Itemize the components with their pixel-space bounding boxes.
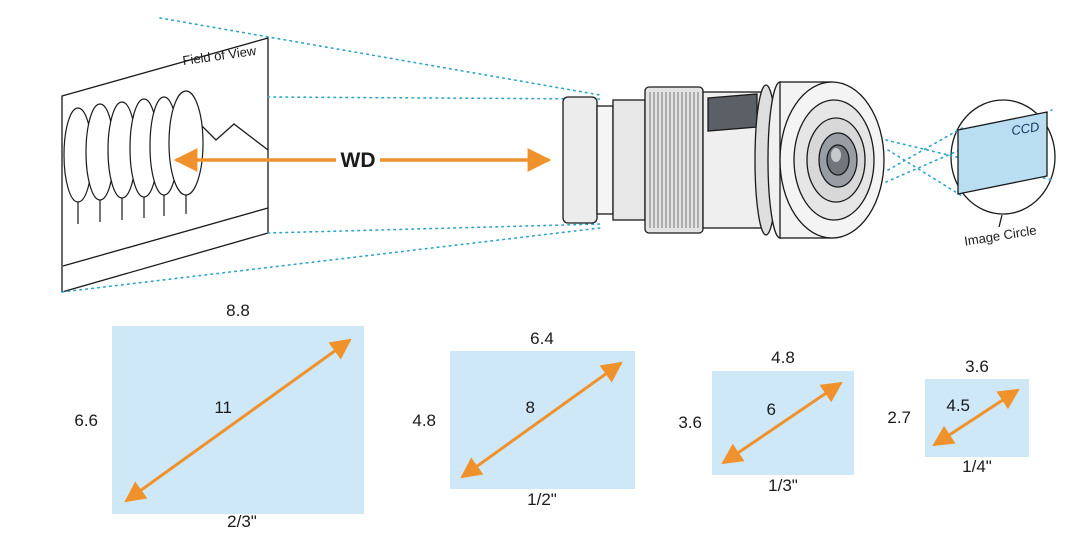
sensor-height-label: 3.6 [678, 413, 702, 432]
sensor-diagonal-label: 6 [767, 400, 776, 419]
ground-line [62, 207, 269, 267]
ccd-sensor [957, 111, 1048, 195]
sensor-width-label: 4.8 [771, 348, 795, 367]
sensor-name-label: 2/3" [227, 512, 257, 531]
sensor-name-label: 1/4" [962, 457, 992, 476]
lens-glass-highlight [831, 148, 841, 162]
ray-line [887, 127, 963, 171]
lens-distance-window [707, 93, 758, 132]
sensor-diagonal-arrow [721, 381, 843, 465]
sensor-name-label: 1/3" [768, 476, 798, 495]
ray-line [61, 227, 601, 293]
lens-step-ring [596, 105, 614, 215]
sensor-diagonal-arrow [460, 361, 623, 479]
tree-trunks [77, 195, 187, 224]
wd-label-backing [336, 144, 380, 172]
projection-rays-left [61, 17, 601, 293]
tree-icons [63, 90, 204, 224]
ray-line [887, 149, 963, 197]
sensor-name-label: 1/2" [527, 490, 557, 509]
sensor-box-1-3: 4.8 3.6 6 1/3" [678, 348, 854, 495]
ccd-label: CCD [1010, 119, 1040, 138]
sensor-height-label: 6.6 [74, 411, 98, 430]
wd-label: WD [341, 149, 376, 172]
lens-front-barrel [562, 96, 598, 224]
image-circle-label: Image Circle [963, 222, 1037, 248]
sensor-box-2-3: 8.8 6.6 11 2/3" [74, 301, 364, 531]
sensor-diagonal-arrow [124, 338, 352, 503]
sensor-width-label: 6.4 [530, 329, 554, 348]
sensor-height-label: 4.8 [412, 411, 436, 430]
sensor-height-label: 2.7 [887, 408, 911, 427]
sensor-diagonal-arrow [932, 388, 1020, 447]
sensor-diagonal-label: 4.5 [946, 396, 970, 415]
sensor-box-1-4: 3.6 2.7 4.5 1/4" [887, 357, 1029, 476]
tree-icon [168, 90, 204, 196]
lens-knurling [649, 92, 699, 228]
sensor-width-label: 8.8 [226, 301, 250, 320]
image-circle-tick [998, 214, 1003, 228]
lens-illustration [562, 81, 885, 239]
sensor-width-label: 3.6 [965, 357, 989, 376]
ray-line [159, 17, 601, 96]
lens-mid-barrel [612, 99, 646, 221]
ray-line [267, 96, 601, 100]
sensor-diagonal-label: 8 [526, 398, 535, 417]
ray-line [267, 223, 601, 234]
sensor-diagonal-label: 11 [214, 398, 232, 417]
sensor-box-1-2: 6.4 4.8 8 1/2" [412, 329, 635, 509]
